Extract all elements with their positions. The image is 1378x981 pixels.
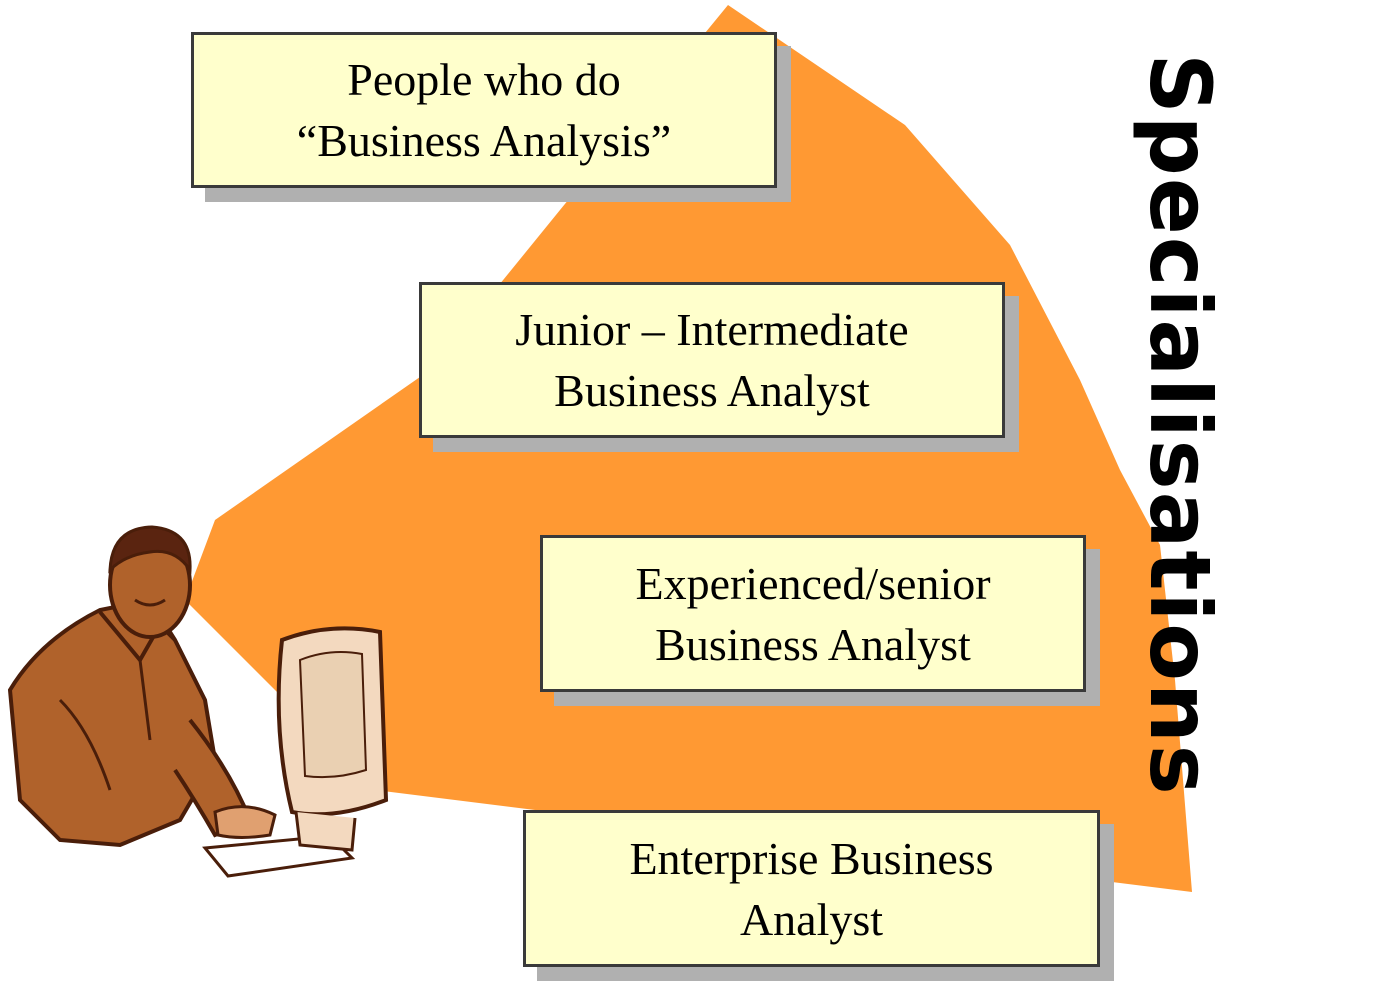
specialisations-title: Specialisations: [1131, 53, 1229, 797]
man-hair: [108, 525, 192, 575]
level-box-experienced-senior: Experienced/senior Business Analyst: [540, 535, 1086, 692]
level-4-line-2: Analyst: [739, 893, 884, 945]
level-3-line-2: Business Analyst: [655, 618, 971, 670]
level-1-line-1: People who do: [347, 54, 621, 105]
level-2-line-1: Junior – Intermediate: [515, 304, 909, 355]
level-box-enterprise: Enterprise Business Analyst: [523, 810, 1100, 967]
man-body: [7, 597, 218, 848]
level-1-line-2: “Business Analysis”: [296, 115, 672, 166]
man-at-computer-icon: [7, 525, 389, 878]
level-4-line-1: Enterprise Business: [629, 832, 994, 884]
level-3-line-1: Experienced/senior: [635, 557, 991, 609]
level-box-junior-intermediate: Junior – Intermediate Business Analyst: [419, 282, 1005, 438]
level-box-people-who-do-ba: People who do “Business Analysis”: [191, 32, 777, 188]
man-hand: [213, 805, 277, 839]
level-2-line-2: Business Analyst: [554, 365, 870, 416]
